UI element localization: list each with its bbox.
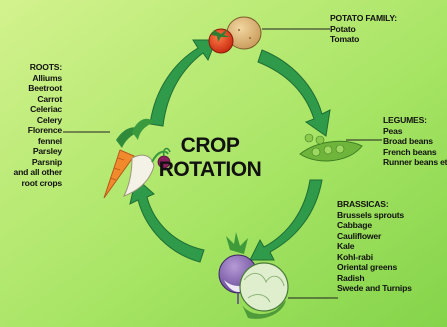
- roots-label: ROOTS: Alliums Beetroot Carrot Celeriac …: [0, 62, 62, 188]
- roots-item: Celery: [0, 115, 62, 126]
- brassicas-item: Kohl-rabi: [337, 252, 447, 263]
- legumes-item: Runner beans etc: [383, 157, 447, 168]
- brassicas-item: Kale: [337, 241, 447, 252]
- brassicas-item: Radish: [337, 273, 447, 284]
- potato-item: Tomato: [330, 34, 440, 45]
- legumes-item: French beans: [383, 147, 447, 158]
- roots-item: Florence: [0, 125, 62, 136]
- roots-item: Parsnip: [0, 157, 62, 168]
- roots-item: Carrot: [0, 94, 62, 105]
- roots-item: Parsley: [0, 146, 62, 157]
- brassicas-item: Oriental greens: [337, 262, 447, 273]
- brassicas-item: Cauliflower: [337, 231, 447, 242]
- potato-heading: POTATO FAMILY:: [330, 13, 440, 24]
- potato-family-label: POTATO FAMILY: Potato Tomato: [330, 13, 440, 45]
- roots-item: Alliums: [0, 73, 62, 84]
- brassicas-heading: BRASSICAS:: [337, 199, 447, 210]
- diagram-title: CROP ROTATION: [150, 134, 270, 182]
- legumes-label: LEGUMES: Peas Broad beans French beans R…: [383, 115, 447, 168]
- brassicas-item: Swede and Turnips: [337, 283, 447, 294]
- roots-item: and all other: [0, 167, 62, 178]
- title-line-2: ROTATION: [150, 158, 270, 182]
- legumes-item: Peas: [383, 126, 447, 137]
- roots-item: Beetroot: [0, 83, 62, 94]
- brassicas-label: BRASSICAS: Brussels sprouts Cabbage Caul…: [337, 199, 447, 294]
- legumes-heading: LEGUMES:: [383, 115, 447, 126]
- potato-item: Potato: [330, 24, 440, 35]
- roots-item: root crops: [0, 178, 62, 189]
- brassicas-item: Brussels sprouts: [337, 210, 447, 221]
- roots-item: fennel: [0, 136, 62, 147]
- roots-heading: ROOTS:: [0, 62, 62, 73]
- roots-item: Celeriac: [0, 104, 62, 115]
- brassicas-item: Cabbage: [337, 220, 447, 231]
- legumes-item: Broad beans: [383, 136, 447, 147]
- title-line-1: CROP: [150, 134, 270, 158]
- cauliflower-icon: [240, 263, 288, 311]
